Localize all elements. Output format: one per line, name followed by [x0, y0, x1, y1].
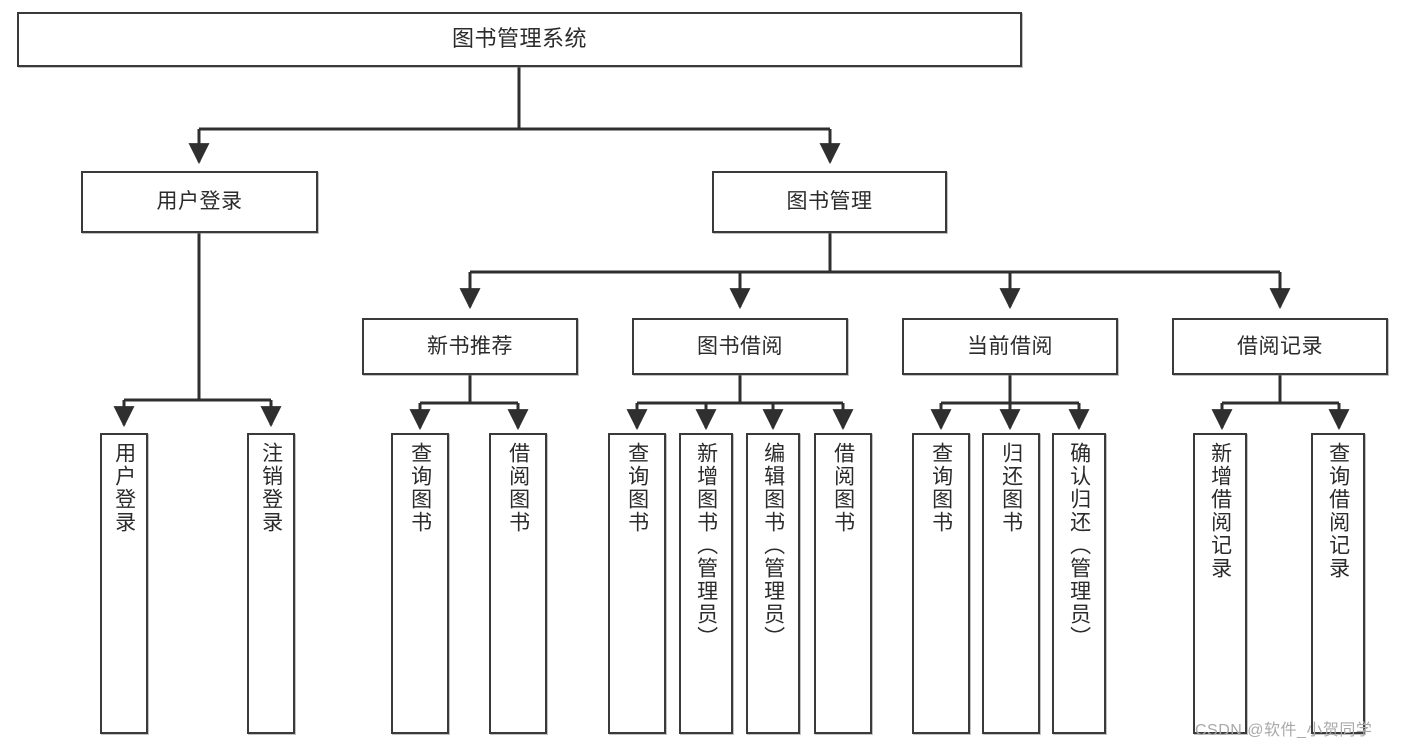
- node-leaf-user-logout-label: 注销登录: [259, 442, 283, 534]
- node-leaf-return-book-label: 归还图书: [999, 442, 1023, 534]
- node-book-manage[interactable]: 图书管理: [712, 171, 947, 233]
- node-leaf-query-book-1[interactable]: 查询图书: [391, 433, 449, 734]
- node-leaf-add-record[interactable]: 新增借阅记录: [1193, 433, 1247, 734]
- node-user-login[interactable]: 用户登录: [81, 171, 318, 233]
- node-leaf-user-login-label: 用户登录: [112, 442, 136, 534]
- node-leaf-confirm-return[interactable]: 确认归还（管理员）: [1052, 433, 1106, 734]
- node-leaf-query-book-1-label: 查询图书: [408, 442, 432, 534]
- watermark-text: CSDN @软件_小贺同学: [1195, 722, 1373, 739]
- node-leaf-user-logout[interactable]: 注销登录: [247, 433, 295, 734]
- node-new-book-recommend[interactable]: 新书推荐: [362, 318, 578, 375]
- node-leaf-query-record[interactable]: 查询借阅记录: [1311, 433, 1365, 734]
- node-leaf-add-book[interactable]: 新增图书（管理员）: [679, 433, 733, 734]
- node-leaf-query-book-2-label: 查询图书: [625, 442, 649, 534]
- node-borrow-record[interactable]: 借阅记录: [1172, 318, 1388, 375]
- node-leaf-query-record-label: 查询借阅记录: [1326, 442, 1350, 580]
- node-borrow-record-label: 借阅记录: [1237, 334, 1323, 358]
- node-leaf-query-book-3[interactable]: 查询图书: [912, 433, 970, 734]
- node-leaf-query-book-2[interactable]: 查询图书: [608, 433, 666, 734]
- node-book-borrow[interactable]: 图书借阅: [632, 318, 848, 375]
- node-current-borrow[interactable]: 当前借阅: [902, 318, 1118, 375]
- node-leaf-add-book-label: 新增图书（管理员）: [694, 442, 718, 649]
- node-leaf-borrow-book-2-label: 借阅图书: [831, 442, 855, 534]
- node-leaf-user-login[interactable]: 用户登录: [100, 433, 148, 734]
- node-new-book-recommend-label: 新书推荐: [427, 334, 513, 358]
- node-leaf-edit-book[interactable]: 编辑图书（管理员）: [746, 433, 800, 734]
- node-root-label: 图书管理系统: [451, 26, 587, 52]
- node-leaf-borrow-book-1[interactable]: 借阅图书: [489, 433, 547, 734]
- node-leaf-borrow-book-1-label: 借阅图书: [506, 442, 530, 534]
- node-book-manage-label: 图书管理: [786, 190, 873, 214]
- node-leaf-add-record-label: 新增借阅记录: [1208, 442, 1232, 580]
- node-user-login-label: 用户登录: [156, 190, 243, 214]
- node-root[interactable]: 图书管理系统: [17, 12, 1022, 67]
- node-leaf-borrow-book-2[interactable]: 借阅图书: [814, 433, 872, 734]
- node-leaf-confirm-return-label: 确认归还（管理员）: [1067, 442, 1091, 649]
- node-leaf-return-book[interactable]: 归还图书: [982, 433, 1040, 734]
- node-book-borrow-label: 图书借阅: [697, 334, 783, 358]
- node-leaf-query-book-3-label: 查询图书: [929, 442, 953, 534]
- node-current-borrow-label: 当前借阅: [967, 334, 1053, 358]
- node-leaf-edit-book-label: 编辑图书（管理员）: [761, 442, 785, 649]
